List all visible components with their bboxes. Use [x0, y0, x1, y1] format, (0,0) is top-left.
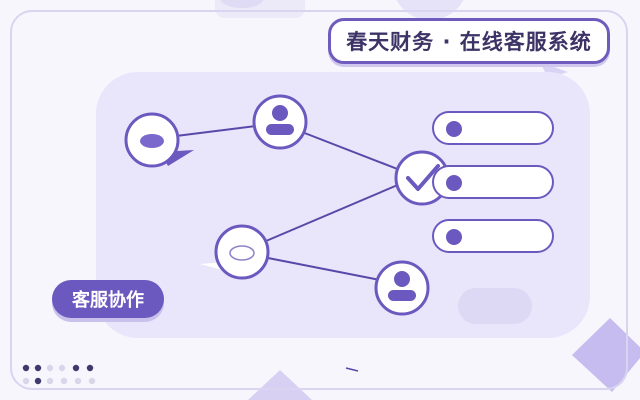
tag-label: 客服协作: [72, 290, 144, 311]
tag-badge: 客服协作: [52, 280, 164, 318]
outer-frame: [10, 10, 628, 390]
bullet-dot: [446, 121, 462, 137]
list-item: [432, 165, 554, 199]
deco-dash: [345, 367, 359, 372]
bullet-dot: [446, 175, 462, 191]
connector-lines: [175, 125, 401, 281]
deco-top-oval: [220, 0, 264, 8]
list-item: [432, 219, 554, 253]
deco-triangle-bottom: [248, 370, 312, 400]
title-card: 春天财务 · 在线客服系统: [328, 18, 610, 64]
chat-bubble-icon: [124, 112, 194, 168]
deco-top-circle: [396, 0, 464, 20]
user-icon: [374, 260, 430, 316]
page-title: 春天财务 · 在线客服系统: [346, 30, 592, 54]
user-icon: [252, 94, 308, 150]
dot-grid: [22, 364, 96, 385]
bullet-dot: [446, 229, 462, 245]
list-item: [432, 111, 554, 145]
chat-bubble-icon: [200, 224, 270, 280]
panel-blob: [458, 288, 532, 324]
